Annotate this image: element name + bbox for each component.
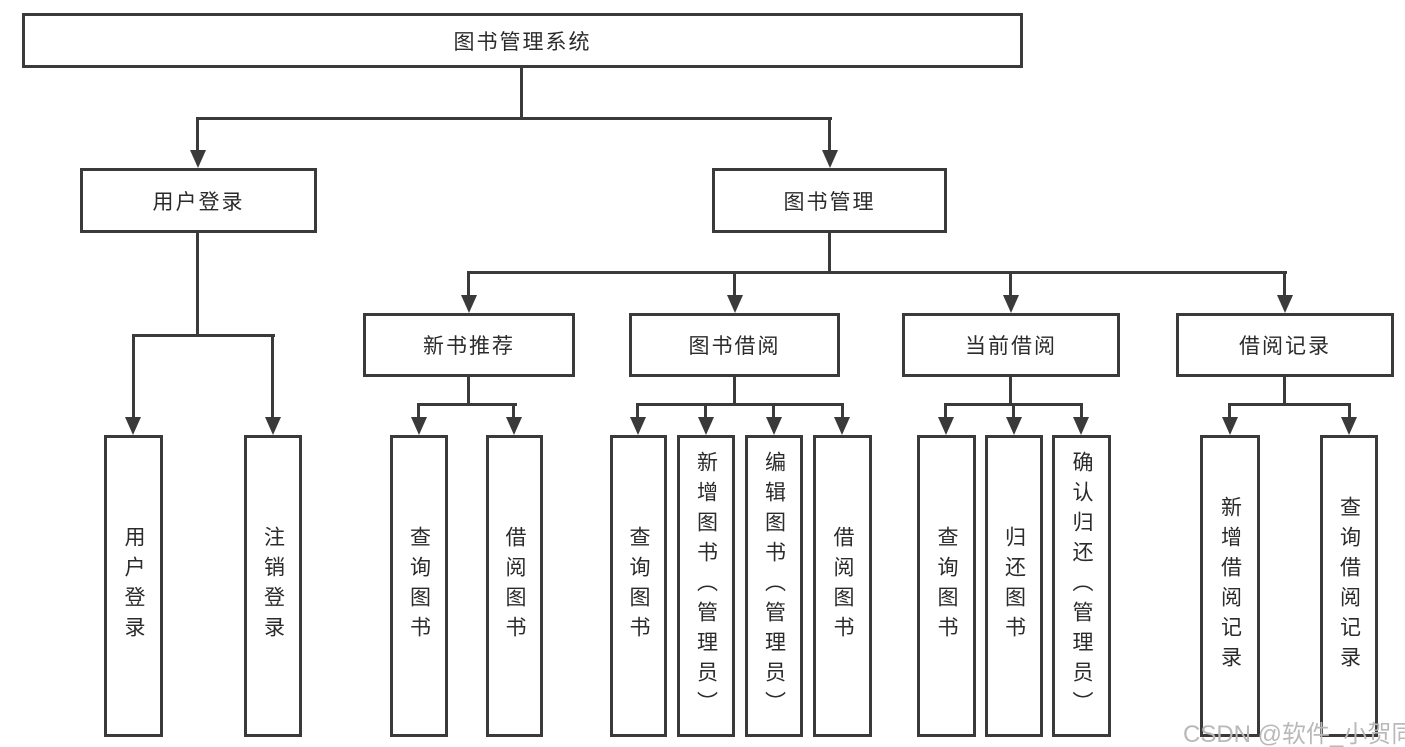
node-root: 图书管理系统: [22, 13, 1023, 68]
node-new-book-recommend-label: 新书推荐: [423, 335, 515, 358]
node-book-borrow: 图书借阅: [629, 313, 840, 377]
leaf-borrow-books-recommend: 借阅图书: [486, 435, 543, 737]
leaf-logout-login: 注销登录: [244, 435, 302, 737]
leaf-add-books-admin: 新增图书（管理员）: [677, 435, 735, 737]
arrow-leaf-logout-icon: [265, 417, 281, 435]
connector-borrow-record-bar: [1228, 403, 1351, 406]
arrow-leaf-icon: [1073, 417, 1089, 435]
leaf-user-login-label: 用户登录: [122, 526, 145, 646]
connector-new-book-stem: [467, 377, 470, 406]
leaf-logout-login-label: 注销登录: [261, 526, 285, 646]
leaf-query-borrow-record: 查询借阅记录: [1320, 435, 1378, 737]
arrow-leaf-icon: [1006, 417, 1022, 435]
leaf-edit-books-admin: 编辑图书（管理员）: [745, 435, 803, 737]
connector-current-borrow-stem: [1009, 377, 1012, 406]
node-new-book-recommend: 新书推荐: [363, 313, 575, 377]
arrow-book-borrow-icon: [727, 295, 743, 313]
arrow-current-borrow-icon: [1003, 295, 1019, 313]
leaf-add-books-admin-label: 新增图书（管理员）: [694, 451, 718, 721]
connector-leaf-drop: [1348, 403, 1351, 420]
arrow-book-mgmt-icon: [822, 150, 838, 168]
arrow-leaf-icon: [766, 417, 782, 435]
leaf-query-books-current: 查询图书: [917, 435, 976, 737]
arrow-leaf-user-login-icon: [125, 417, 141, 435]
node-borrow-records: 借阅记录: [1176, 313, 1394, 377]
connector-user-login-bar: [132, 334, 275, 337]
arrow-leaf-icon: [630, 417, 646, 435]
node-book-borrow-label: 图书借阅: [688, 335, 781, 358]
arrow-leaf-icon: [834, 417, 850, 435]
connector-leaf-drop: [841, 403, 844, 420]
connector-user-login-stem: [196, 233, 199, 337]
node-root-label: 图书管理系统: [453, 30, 592, 54]
leaf-query-books-recommend-label: 查询图书: [407, 526, 431, 646]
leaf-borrow-books-borrow: 借阅图书: [813, 435, 872, 737]
arrow-borrow-record-icon: [1277, 295, 1293, 313]
connector-leaf-user-login-drop: [132, 334, 135, 418]
connector-user-login-drop: [196, 117, 199, 152]
connector-book-borrow-bar: [636, 403, 844, 406]
connector-level2-bar: [196, 117, 832, 120]
connector-leaf-drop: [1080, 403, 1083, 420]
node-current-borrow: 当前借阅: [902, 313, 1120, 377]
leaf-borrow-books-recommend-label: 借阅图书: [503, 526, 526, 646]
arrow-user-login-icon: [190, 150, 206, 168]
leaf-add-borrow-record: 新增借阅记录: [1200, 435, 1260, 737]
leaf-confirm-return-admin: 确认归还（管理员）: [1052, 435, 1111, 737]
watermark: CSDN @软件_小贺同学: [1183, 721, 1405, 747]
connector-leaf-drop: [1228, 403, 1231, 420]
arrow-leaf-icon: [938, 417, 954, 435]
leaf-query-books-current-label: 查询图书: [935, 526, 958, 646]
leaf-add-borrow-record-label: 新增借阅记录: [1218, 496, 1242, 676]
arrow-leaf-icon: [411, 417, 427, 435]
node-user-login: 用户登录: [80, 168, 317, 233]
connector-leaf-drop: [417, 403, 420, 420]
connector-book-borrow-stem: [733, 377, 736, 406]
connector-book-borrow-drop: [733, 271, 736, 298]
leaf-return-books: 归还图书: [985, 435, 1043, 737]
leaf-query-books-borrow: 查询图书: [610, 435, 667, 737]
arrow-new-book-icon: [461, 295, 477, 313]
connector-leaf-logout-drop: [271, 334, 274, 418]
connector-borrow-record-stem: [1283, 377, 1286, 406]
connector-root-stem: [520, 68, 523, 120]
connector-current-borrow-drop: [1009, 271, 1012, 298]
connector-new-book-drop: [467, 271, 470, 298]
connector-borrow-record-drop: [1283, 271, 1286, 298]
connector-new-book-bar: [417, 403, 517, 406]
connector-leaf-drop: [512, 403, 515, 420]
leaf-query-books-recommend: 查询图书: [390, 435, 448, 737]
connector-level3-bar: [467, 271, 1287, 274]
arrow-leaf-icon: [506, 417, 522, 435]
node-book-management: 图书管理: [712, 168, 947, 233]
leaf-query-books-borrow-label: 查询图书: [627, 526, 650, 646]
leaf-borrow-books-borrow-label: 借阅图书: [831, 526, 854, 646]
leaf-edit-books-admin-label: 编辑图书（管理员）: [762, 451, 786, 721]
connector-book-mgmt-drop: [828, 117, 831, 152]
connector-book-mgmt-stem: [828, 233, 831, 274]
connector-leaf-drop: [704, 403, 707, 420]
connector-leaf-drop: [636, 403, 639, 420]
arrow-leaf-icon: [1222, 417, 1238, 435]
arrow-leaf-icon: [698, 417, 714, 435]
connector-leaf-drop: [772, 403, 775, 420]
connector-leaf-drop: [1012, 403, 1015, 420]
leaf-confirm-return-admin-label: 确认归还（管理员）: [1070, 451, 1093, 721]
leaf-return-books-label: 归还图书: [1002, 526, 1026, 646]
leaf-user-login: 用户登录: [104, 435, 163, 737]
node-book-management-label: 图书管理: [783, 190, 876, 214]
connector-leaf-drop: [944, 403, 947, 420]
arrow-leaf-icon: [1341, 417, 1357, 435]
node-user-login-label: 用户登录: [152, 190, 245, 214]
leaf-query-borrow-record-label: 查询借阅记录: [1337, 496, 1361, 676]
node-borrow-records-label: 借阅记录: [1239, 335, 1331, 358]
node-current-borrow-label: 当前借阅: [965, 335, 1057, 358]
